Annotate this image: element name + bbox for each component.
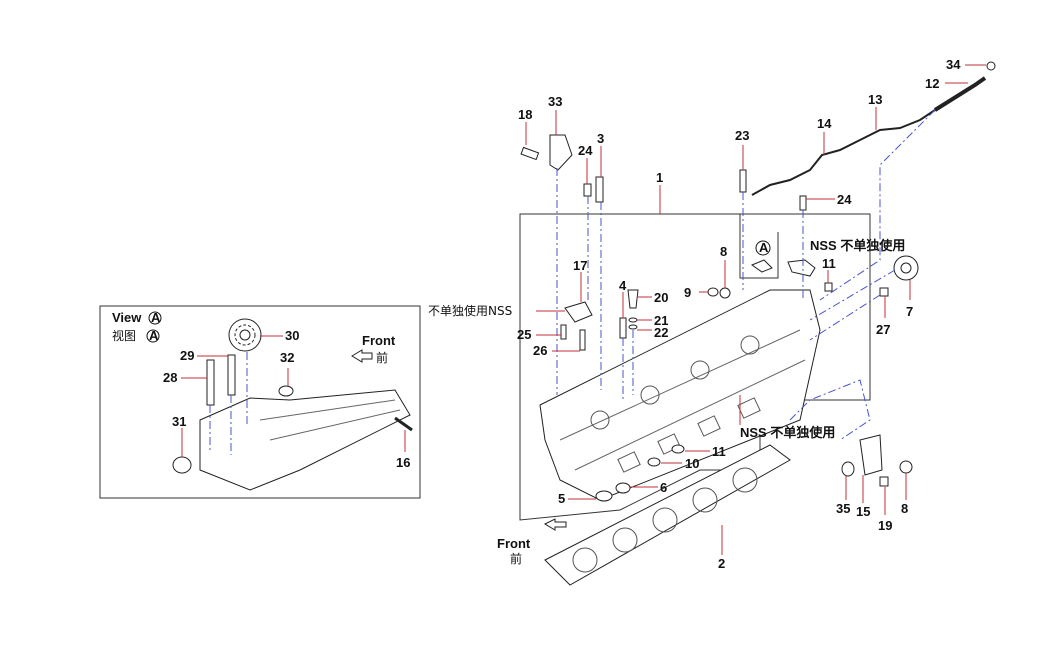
callout-6: 6 [660,480,667,495]
callout-22: 22 [654,325,668,340]
plug-9 [707,287,719,297]
callout-24-right: 24 [837,192,852,207]
callout-7: 7 [906,304,913,319]
clamp-part [787,259,816,277]
main-front-arrow-icon [543,518,567,531]
callout-13: 13 [868,92,882,107]
view-label: View [112,310,142,325]
view-arrow-icon [750,259,773,273]
fuel-line-14-13 [751,109,936,196]
view-marker-2: A [149,328,159,343]
rocker-part [564,301,593,323]
callout-8-right: 8 [901,501,908,516]
callout-35: 35 [836,501,850,516]
callout-32: 32 [280,350,294,365]
callout-5: 5 [558,491,565,506]
key-32 [278,385,294,397]
gear-part [228,318,262,352]
stud-26 [579,329,586,351]
bolt-24-right [799,195,807,211]
callout-23: 23 [735,128,749,143]
callout-26: 26 [533,343,547,358]
stud-16 [394,416,413,432]
callout-12: 12 [925,76,939,91]
callout-4: 4 [619,278,627,293]
callout-2: 2 [718,556,725,571]
callout-11-bottom: 11 [712,444,726,459]
bolt-28 [206,359,215,406]
callout-30: 30 [285,328,299,343]
inset-view-a: View A 视图 A 30 [99,305,421,499]
seal-5 [595,490,613,502]
dowel-4 [619,317,627,339]
inset-front-label-cn: 前 [376,350,388,365]
plug-11-bottom [671,444,685,454]
view-marker-circle-2 [146,329,160,343]
washer-21 [628,317,638,323]
main-view: 1 A 2 Front 前 [428,57,996,586]
bracket-33 [549,134,573,171]
view-a-marker-circle [755,240,771,256]
bolt-24 [583,183,592,197]
plug-35 [841,461,855,477]
callout-9: 9 [684,285,691,300]
plug-8 [719,287,731,299]
injector-sleeve-20 [627,289,639,309]
seal-6 [615,482,631,494]
callout-25: 25 [517,327,531,342]
nss-note-right-top: NSS 不单独使用 [810,238,905,253]
bolt-19 [879,476,889,487]
callout-17: 17 [573,258,587,273]
cylinder-head [539,289,821,501]
callout-15: 15 [856,504,870,519]
head-gasket [544,444,791,586]
callout-19: 19 [878,518,892,533]
callout-8-top: 8 [720,244,727,259]
callout-21: 21 [654,313,668,328]
callout-16: 16 [396,455,410,470]
main-front-label-cn: 前 [510,551,522,566]
view-label-cn: 视图 [112,328,136,343]
callout-14: 14 [817,116,832,131]
bolt-29 [227,354,236,396]
washer-22 [628,324,638,330]
head-block-inset [199,389,411,491]
callout-11-top: 11 [822,256,836,271]
view-marker-circle [148,311,162,325]
nss-note-right-mid: NSS 不单独使用 [740,425,835,440]
callout-3: 3 [597,131,604,146]
nss-note-left: 不单独使用NSS [428,303,512,318]
main-front-label: Front [497,536,531,551]
inset-front-label: Front [362,333,396,348]
callout-27: 27 [876,322,890,337]
callout-28: 28 [163,370,177,385]
callout-34: 34 [946,57,961,72]
plug-10 [647,457,661,467]
bolt-3 [595,176,604,203]
callout-10: 10 [685,456,699,471]
plug-8-right [899,460,913,474]
plug-27 [879,287,889,297]
callout-31: 31 [172,414,186,429]
bracket-15 [859,434,883,476]
callout-33: 33 [548,94,562,109]
callout-24: 24 [578,143,593,158]
view-marker: A [151,310,161,325]
callout-29: 29 [180,348,194,363]
view-a-frame [739,214,779,279]
seal-31 [172,456,192,474]
plug-11-top [824,282,833,292]
dowel-23 [739,169,747,193]
injector-12 [933,76,987,112]
callout-20: 20 [654,290,668,305]
inset-frame [99,305,421,499]
nut-34 [986,61,996,71]
stud-25 [560,324,567,340]
callout-18: 18 [518,107,532,122]
front-arrow-icon [351,349,373,363]
callout-1: 1 [656,170,663,185]
view-a-marker: A [759,240,769,255]
bolt-18 [520,146,540,161]
